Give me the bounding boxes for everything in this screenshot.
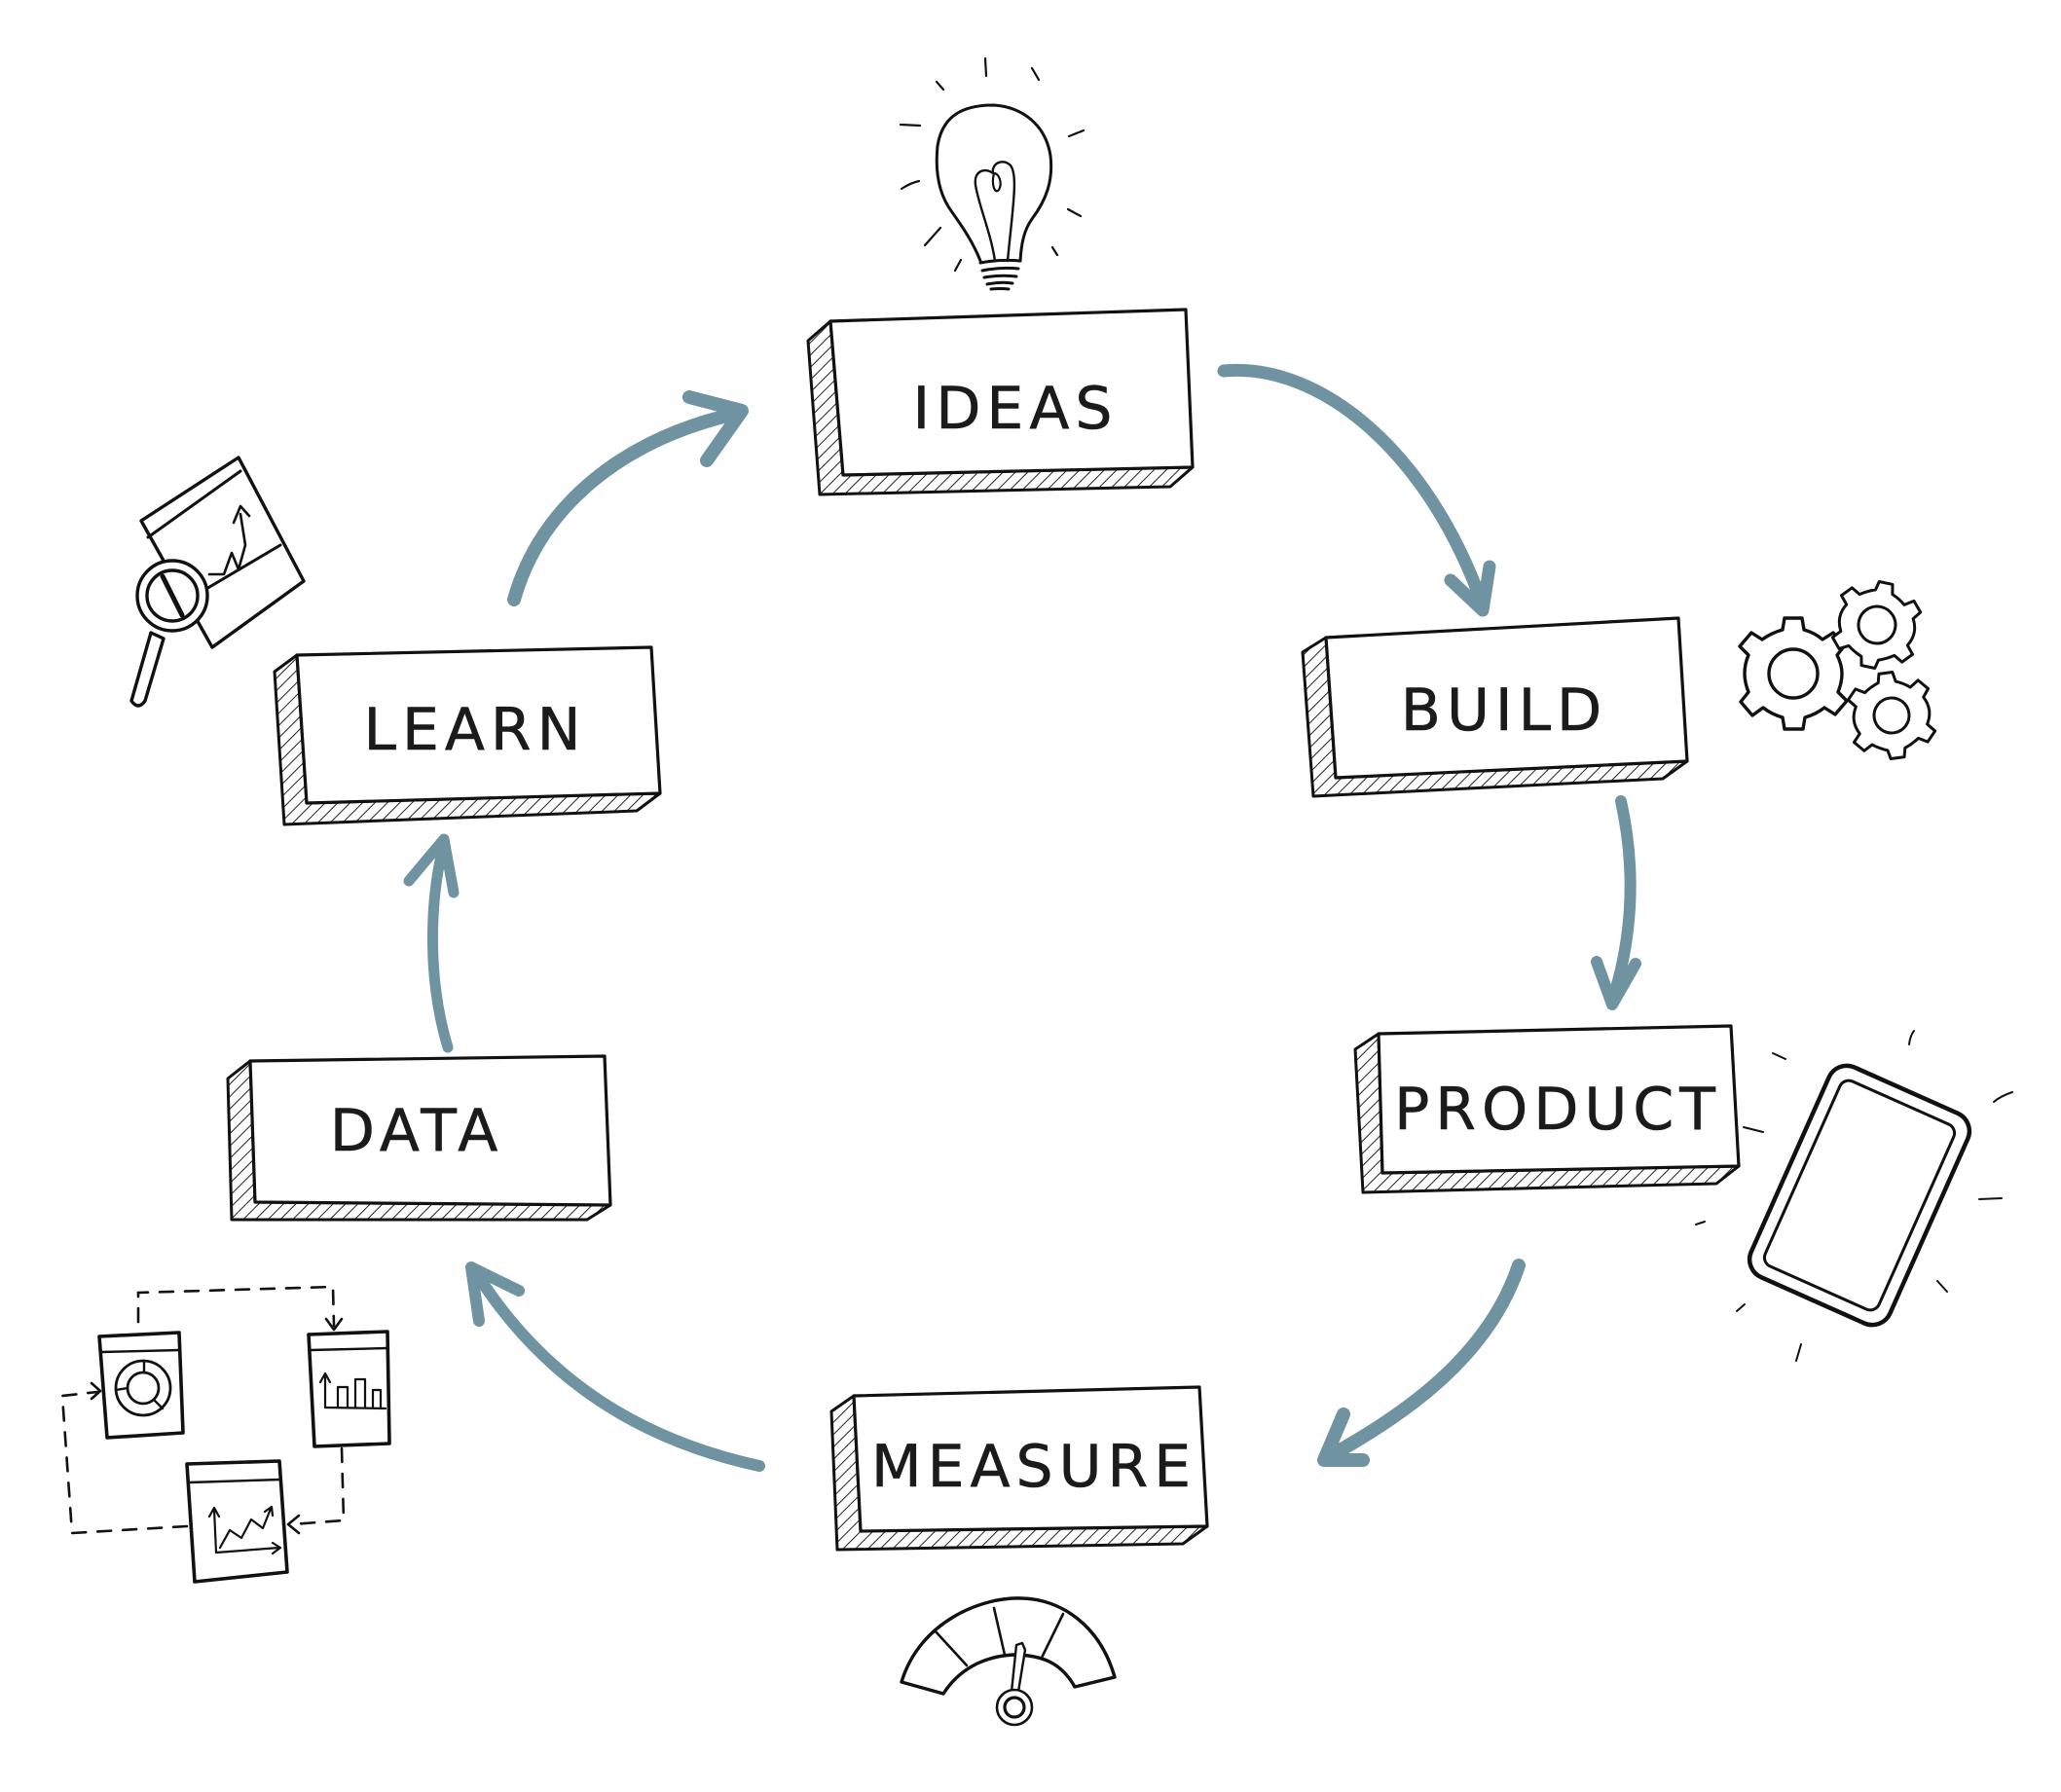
charts-flow-icon	[60, 1285, 391, 1584]
donut-chart-card-icon	[97, 1331, 185, 1440]
arrow-learn-to-ideas	[507, 390, 749, 606]
stage-label-product: PRODUCT	[1394, 1076, 1721, 1144]
stage-box-product[interactable]: PRODUCT	[1353, 1024, 1741, 1194]
gear-large-icon	[1738, 616, 1849, 731]
arrow-product-to-measure	[1317, 1259, 1526, 1467]
stage-box-ideas[interactable]: IDEAS	[806, 308, 1195, 496]
gauge-icon	[900, 1596, 1117, 1727]
smartphone-icon	[1695, 1030, 2013, 1362]
gear-bottom-icon	[1846, 670, 1937, 761]
magnifier-chart-icon	[129, 456, 306, 708]
stage-label-build: BUILD	[1401, 677, 1607, 745]
arrow-data-to-learn	[403, 833, 460, 1053]
stage-label-data: DATA	[330, 1097, 504, 1165]
stage-label-ideas: IDEAS	[913, 375, 1119, 443]
flow-arrows	[403, 363, 1641, 1472]
stage-label-measure: MEASURE	[871, 1433, 1196, 1501]
bar-chart-card-icon	[307, 1330, 391, 1448]
stage-box-measure[interactable]: MEASURE	[829, 1385, 1209, 1552]
line-chart-card-icon	[185, 1459, 289, 1584]
stage-box-build[interactable]: BUILD	[1301, 616, 1689, 798]
arrow-ideas-to-build	[1217, 363, 1496, 617]
gear-top-icon	[1830, 580, 1923, 670]
stage-label-learn: LEARN	[364, 696, 587, 764]
stage-box-data[interactable]: DATA	[226, 1054, 612, 1222]
lightbulb-icon	[899, 56, 1086, 291]
gears-icon	[1738, 580, 1937, 761]
arrow-measure-to-data	[465, 1262, 765, 1472]
stage-box-learn[interactable]: LEARN	[273, 645, 662, 826]
arrow-build-to-product	[1591, 795, 1641, 1010]
